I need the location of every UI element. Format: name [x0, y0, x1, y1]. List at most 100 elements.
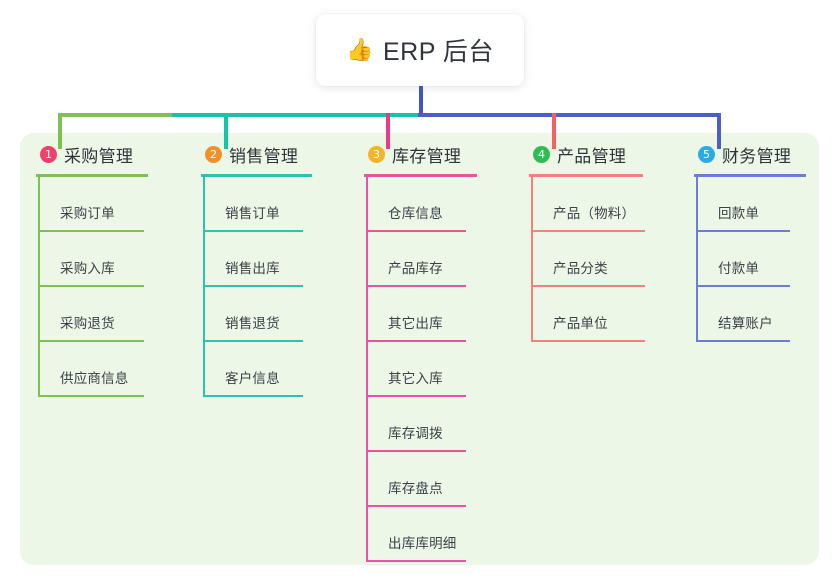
branch-item-label: 产品分类 — [553, 261, 608, 276]
branch-item[interactable]: 仓库信息 — [366, 177, 524, 232]
branch-item-list: 采购订单采购入库采购退货供应商信息 — [36, 177, 196, 397]
branch-item-label: 库存盘点 — [388, 481, 443, 496]
branch-item[interactable]: 产品库存 — [366, 232, 524, 287]
branch-underline — [201, 174, 312, 177]
branch-item-underline — [533, 230, 645, 232]
branch-item-label: 销售订单 — [225, 206, 280, 221]
branch-item[interactable]: 采购退货 — [38, 287, 196, 342]
connector-drop-column-3 — [386, 113, 390, 149]
branch-item-underline — [368, 450, 466, 452]
branch-item-list: 回款单付款单结算账户 — [694, 177, 839, 342]
connector-drop-column-4 — [552, 113, 556, 149]
connector-drop-column-5 — [717, 113, 721, 149]
branch-header[interactable]: 1 采购管理 — [36, 141, 196, 167]
branch-item[interactable]: 结算账户 — [696, 287, 839, 342]
branch-item-label: 仓库信息 — [388, 206, 443, 221]
branch-trunk-line — [203, 177, 205, 397]
branch-item[interactable]: 出库库明细 — [366, 507, 524, 562]
branch-item-underline — [40, 230, 144, 232]
branch-item-label: 供应商信息 — [60, 371, 129, 386]
branch-item[interactable]: 销售订单 — [203, 177, 361, 232]
branch-title: 销售管理 — [229, 146, 299, 166]
branch-item[interactable]: 库存调拨 — [366, 397, 524, 452]
branch-item[interactable]: 回款单 — [696, 177, 839, 232]
branch-item[interactable]: 销售出库 — [203, 232, 361, 287]
branch-item-label: 销售退货 — [225, 316, 280, 331]
branch-trunk-line — [38, 177, 40, 397]
branch-item[interactable]: 库存盘点 — [366, 452, 524, 507]
branch-item[interactable]: 产品单位 — [531, 287, 689, 342]
branch-item[interactable]: 采购入库 — [38, 232, 196, 287]
branch-item[interactable]: 供应商信息 — [38, 342, 196, 397]
branch-item-underline — [40, 340, 144, 342]
branch-column-product: 4 产品管理 产品（物料） 产品分类产品单位 — [529, 141, 689, 342]
branch-item[interactable]: 产品（物料） — [531, 177, 689, 232]
branch-item-label: 其它入库 — [388, 371, 443, 386]
branch-item[interactable]: 销售退货 — [203, 287, 361, 342]
branch-item-label: 客户信息 — [225, 371, 280, 386]
branch-item-underline — [533, 340, 645, 342]
branch-item-underline — [205, 395, 303, 397]
branch-number-badge: 2 — [205, 145, 222, 163]
branch-item-underline — [698, 285, 790, 287]
branch-header[interactable]: 3 库存管理 — [364, 141, 524, 167]
branch-underline — [364, 174, 477, 177]
branch-item[interactable]: 产品分类 — [531, 232, 689, 287]
branch-column-purchasing: 1 采购管理 采购订单采购入库采购退货供应商信息 — [36, 141, 196, 397]
branch-item-list: 仓库信息产品库存其它出库其它入库库存调拨库存盘点出库库明细 — [364, 177, 524, 562]
branch-header[interactable]: 5 财务管理 — [694, 141, 839, 167]
root-node-label-group: 👍 ERP 后台 — [346, 32, 494, 68]
branch-item-label: 采购退货 — [60, 316, 115, 331]
branch-title: 采购管理 — [64, 146, 134, 166]
branch-column-inventory: 3 库存管理 仓库信息产品库存其它出库其它入库库存调拨库存盘点出库库明细 — [364, 141, 524, 562]
branch-underline — [529, 174, 643, 177]
branch-item-underline — [368, 395, 466, 397]
branch-item-label: 其它出库 — [388, 316, 443, 331]
branch-item-label: 付款单 — [718, 261, 760, 276]
branch-item-label: 回款单 — [718, 206, 760, 221]
branch-header[interactable]: 4 产品管理 — [529, 141, 689, 167]
branch-item-label: 采购订单 — [60, 206, 115, 221]
branch-title: 库存管理 — [392, 146, 462, 166]
branch-column-sales: 2 销售管理 销售订单销售出库销售退货客户信息 — [201, 141, 361, 397]
branch-item-underline — [40, 285, 144, 287]
branch-number-badge: 4 — [533, 145, 550, 163]
branch-item-label: 库存调拨 — [388, 426, 443, 441]
branch-item[interactable]: 其它出库 — [366, 287, 524, 342]
branch-title: 财务管理 — [722, 146, 792, 166]
thumbs-up-icon: 👍 — [346, 37, 374, 62]
branch-trunk-line — [531, 177, 533, 342]
branch-item-label: 出库库明细 — [388, 536, 457, 551]
connector-drop-column-2 — [224, 113, 228, 149]
branch-item-underline — [205, 285, 303, 287]
connector-bus-segment-2 — [172, 113, 421, 117]
branch-underline — [36, 174, 148, 177]
branch-item-label: 销售出库 — [225, 261, 280, 276]
connector-bus-segment-1 — [58, 113, 175, 117]
branch-item-underline — [698, 230, 790, 232]
branch-number-badge: 1 — [40, 145, 57, 163]
branch-number-badge: 3 — [368, 145, 385, 163]
root-node[interactable]: 👍 ERP 后台 — [316, 14, 524, 86]
branch-item-label: 产品单位 — [553, 316, 608, 331]
branch-item[interactable]: 客户信息 — [203, 342, 361, 397]
branch-item-underline — [368, 505, 466, 507]
branch-item-label: 产品（物料） — [553, 206, 636, 221]
branch-item-underline — [368, 230, 466, 232]
branch-header[interactable]: 2 销售管理 — [201, 141, 361, 167]
branch-item-list: 产品（物料） 产品分类产品单位 — [529, 177, 689, 342]
branch-item-underline — [205, 340, 303, 342]
connector-drop-column-1 — [58, 113, 62, 149]
branch-item-underline — [698, 340, 790, 342]
branch-title: 产品管理 — [557, 146, 627, 166]
branch-item-underline — [533, 285, 645, 287]
branch-item[interactable]: 采购订单 — [38, 177, 196, 232]
branch-item[interactable]: 付款单 — [696, 232, 839, 287]
branch-column-finance: 5 财务管理 回款单付款单结算账户 — [694, 141, 839, 342]
branch-item-underline — [368, 340, 466, 342]
branch-item-label: 采购入库 — [60, 261, 115, 276]
branch-trunk-line — [696, 177, 698, 342]
branch-item-underline — [40, 395, 144, 397]
branch-trunk-line — [366, 177, 368, 562]
branch-item[interactable]: 其它入库 — [366, 342, 524, 397]
